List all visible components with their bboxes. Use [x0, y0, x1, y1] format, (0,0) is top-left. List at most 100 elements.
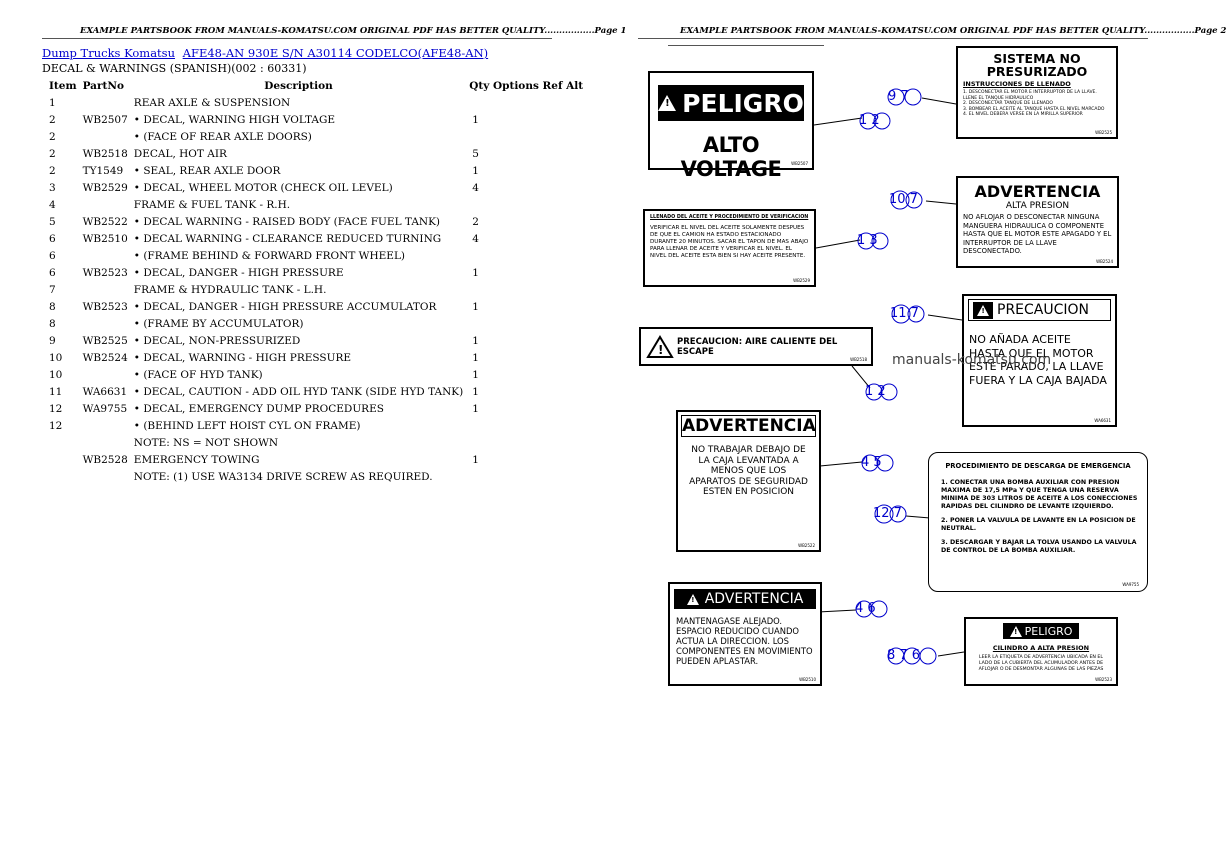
leader-line	[817, 609, 857, 613]
callout-label: 12 7	[873, 506, 902, 521]
decal-advertencia-alejado: ADVERTENCIA MANTENAGASE ALEJADO. ESPACIO…	[668, 582, 822, 686]
cell-description: • (BEHIND LEFT HOIST CYL ON FRAME)	[133, 419, 361, 432]
page1-header-rule	[42, 38, 552, 39]
decal-body: NO TRABAJAR DEBAJO DE LA CAJA LEVANTADA …	[689, 445, 808, 497]
col-item: Item	[49, 79, 77, 92]
cell-partno: WB2529	[82, 181, 128, 194]
page2-header-rule	[638, 38, 1148, 39]
cell-partno: WB2523	[82, 300, 128, 313]
cell-item: 6	[49, 232, 56, 245]
watermark: manuals-komatsu.com	[892, 352, 1052, 368]
decal-title: PROCEDIMIENTO DE DESCARGA DE EMERGENCIA	[945, 462, 1131, 470]
cell-partno: WB2528	[82, 453, 128, 466]
decal-subtitle: ALTA PRESION	[1005, 201, 1070, 211]
callout-label: 1 2	[859, 113, 880, 128]
decal-instructions: 1. CONECTAR UNA BOMBA AUXILIAR CON PRESI…	[941, 479, 1138, 554]
table-row: 2• (FACE OF REAR AXLE DOORS)	[46, 128, 586, 145]
table-row: 12 • (BEHIND LEFT HOIST CYL ON FRAME)	[46, 417, 586, 434]
decal-title: PELIGRO	[682, 88, 804, 118]
callout-label: 1 3	[857, 233, 878, 248]
cell-qty: 1	[472, 164, 479, 177]
decal-title: LLENADO DEL ACEITE Y PROCEDIMIENTO DE VE…	[650, 215, 809, 220]
cell-item: 12	[49, 419, 63, 432]
cell-item: 6	[49, 266, 56, 279]
cell-qty: 1	[472, 113, 479, 126]
callout-circle	[880, 383, 898, 401]
callout-circle	[889, 505, 907, 523]
decal-peligro-cilindro: PELIGRO CILINDRO A ALTA PRESION LEER LA …	[964, 617, 1118, 686]
decal-advertencia-caja: ADVERTENCIA NO TRABAJAR DEBAJO DE LA CAJ…	[676, 410, 821, 552]
cell-partno: WA9755	[82, 402, 128, 415]
decal-advertencia-alta-presion: ADVERTENCIA ALTA PRESION NO AFLOJAR O DE…	[956, 176, 1119, 268]
cell-item: 7	[49, 283, 56, 296]
decal-aire-caliente: ! PRECAUCION: AIRE CALIENTE DEL ESCAPE W…	[639, 327, 873, 366]
cell-partno: WB2523	[82, 266, 128, 279]
parts-table: Item PartNo Description Qty Options Ref …	[46, 77, 586, 485]
leader-line	[851, 365, 871, 389]
decal-code: WB2510	[799, 677, 816, 682]
leader-line	[813, 117, 863, 126]
cell-description: • (FRAME BEHIND & FORWARD FRONT WHEEL)	[133, 249, 406, 262]
callout-label: 10 7	[889, 192, 918, 207]
callout-label: 8 7 6	[887, 648, 921, 663]
decal-body: NO AÑADA ACEITE HASTA QUE EL MOTOR ESTE …	[969, 333, 1107, 387]
page1-header: EXAMPLE PARTSBOOK FROM MANUALS-KOMATSU.C…	[80, 26, 627, 36]
cell-description: • SEAL, REAR AXLE DOOR	[133, 164, 281, 177]
cell-description: • DECAL, EMERGENCY DUMP PROCEDURES	[133, 402, 384, 415]
cell-qty: 2	[472, 215, 479, 228]
callout-label: 1 2	[865, 384, 886, 399]
breadcrumb-link-model[interactable]: AFE48-AN 930E S/N A30114 CODELCO(AFE48-A…	[182, 46, 489, 60]
cell-qty: 1	[472, 453, 479, 466]
decal-precaucion: PRECAUCION NO AÑADA ACEITE HASTA QUE EL …	[962, 294, 1117, 427]
leader-line	[937, 651, 965, 657]
svg-text:!: !	[658, 343, 663, 357]
decal-code: WB2523	[1095, 677, 1112, 682]
decal-subtitle: INSTRUCCIONES DE LLENADO	[963, 80, 1071, 88]
breadcrumb-link-dump-trucks[interactable]: Dump Trucks Komatsu	[42, 46, 175, 60]
cell-partno: WB2524	[82, 351, 128, 364]
cell-qty: 1	[472, 266, 479, 279]
callout-circle	[907, 305, 925, 323]
decal-title: ADVERTENCIA	[974, 182, 1101, 201]
cell-item: 1	[49, 96, 56, 109]
cell-item: 4	[49, 198, 56, 211]
decal-code: WA9755	[1122, 582, 1139, 587]
callout-circle	[861, 454, 879, 472]
cell-description: • (FACE OF REAR AXLE DOORS)	[133, 130, 312, 143]
table-row: 7 FRAME & HYDRAULIC TANK - L.H.	[46, 281, 586, 298]
callout-circle	[874, 504, 894, 524]
cell-qty: 1	[472, 385, 479, 398]
cell-description: • DECAL WARNING - CLEARANCE REDUCED TURN…	[133, 232, 442, 245]
callout-label: 4 6	[855, 601, 876, 616]
cell-partno: TY1549	[82, 164, 124, 177]
table-row: 8• (FRAME BY ACCUMULATOR)	[46, 315, 586, 332]
decal-procedimiento-descarga: PROCEDIMIENTO DE DESCARGA DE EMERGENCIA …	[928, 452, 1148, 592]
warning-triangle-icon	[1009, 625, 1022, 637]
cell-item: 8	[49, 300, 56, 313]
cell-description: • (FACE OF HYD TANK)	[133, 368, 263, 381]
cell-item: 11	[49, 385, 63, 398]
decal-subtitle: ALTO VOLTAGE	[680, 133, 782, 181]
decal-llenado-aceite: LLENADO DEL ACEITE Y PROCEDIMIENTO DE VE…	[643, 209, 816, 287]
cell-description: REAR AXLE & SUSPENSION	[133, 96, 291, 109]
leader-line	[925, 200, 957, 205]
callout-circle	[871, 232, 889, 250]
callout-circle	[890, 190, 910, 210]
parts-table-header: Item PartNo Description Qty Options Ref …	[46, 77, 586, 94]
cell-description: • DECAL, WHEEL MOTOR (CHECK OIL LEVEL)	[133, 181, 393, 194]
col-description: Description	[264, 79, 333, 92]
callout-circle	[865, 383, 883, 401]
cell-description: FRAME & HYDRAULIC TANK - L.H.	[133, 283, 327, 296]
leader-line	[819, 461, 863, 467]
cell-description: • DECAL, WARNING - HIGH PRESSURE	[133, 351, 352, 364]
leader-line	[927, 314, 963, 321]
